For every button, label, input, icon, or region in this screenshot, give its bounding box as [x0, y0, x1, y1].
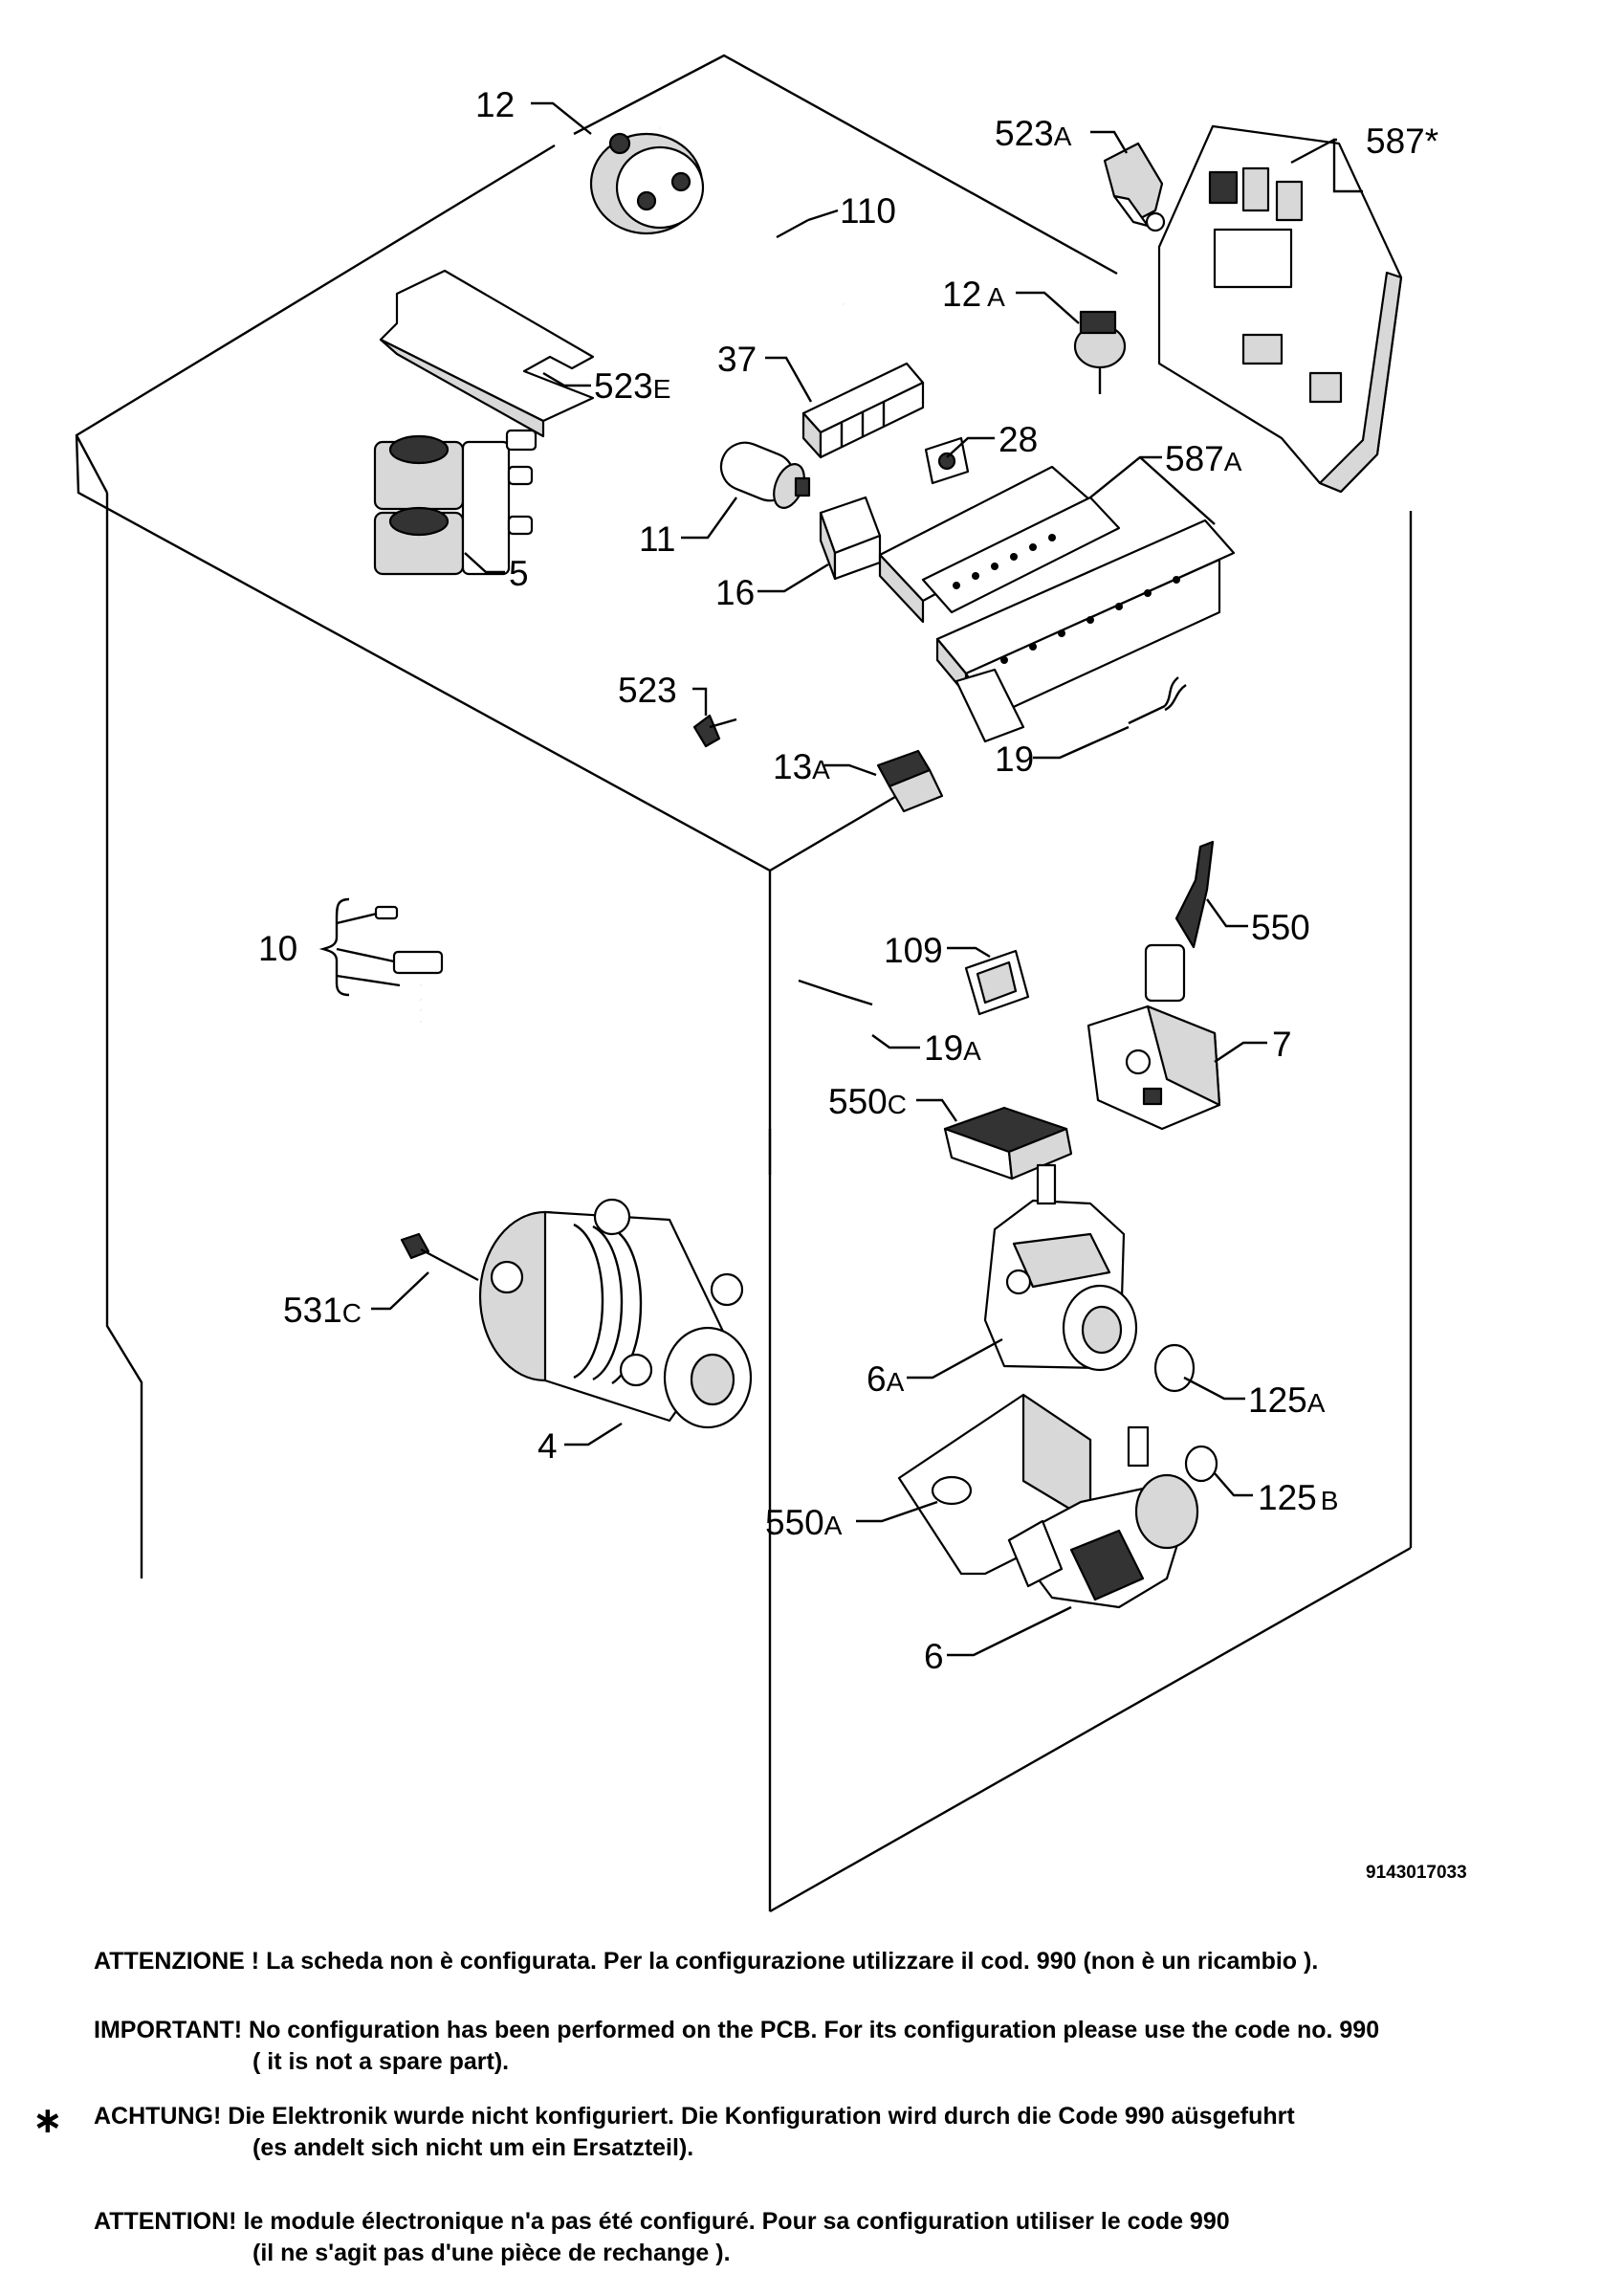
- part-motor: [478, 1198, 753, 1429]
- part-clip: [924, 436, 970, 485]
- exploded-parts-diagram: 12 110 523E 5 37 11 16 28 587A 523A 587*…: [75, 54, 1467, 1913]
- diagram-code: 9143017033: [1366, 1863, 1467, 1883]
- part-door-lock: [1086, 943, 1221, 1131]
- part-lever: [1174, 840, 1215, 949]
- label-523a: 523A: [995, 114, 1072, 153]
- part-heater: [374, 905, 614, 1079]
- label-587a: 587A: [1165, 439, 1242, 478]
- part-523a: [1103, 142, 1166, 232]
- part-electronic-boards: [878, 465, 1236, 743]
- cabinet-outline: [75, 54, 1413, 1913]
- label-110: 110: [840, 191, 896, 231]
- part-550c: [943, 1106, 1073, 1181]
- part-pump-housing: [983, 1163, 1138, 1372]
- part-ring-125a: [1153, 1343, 1196, 1393]
- label-4: 4: [538, 1426, 558, 1466]
- label-37: 37: [717, 340, 757, 379]
- label-6: 6: [924, 1637, 944, 1676]
- label-7: 7: [1272, 1025, 1292, 1064]
- label-523: 523: [618, 671, 677, 710]
- label-28: 28: [999, 420, 1038, 459]
- part-hose: [659, 114, 845, 306]
- note-english: IMPORTANT! No configuration has been per…: [94, 2017, 1380, 2075]
- part-12a: [1073, 310, 1127, 394]
- label-6a: 6A: [867, 1359, 905, 1399]
- label-11: 11: [639, 519, 675, 559]
- leader-lines: [318, 101, 1363, 1657]
- label-550a: 550A: [765, 1503, 843, 1542]
- label-16: 16: [715, 573, 755, 612]
- label-125a: 125A: [1248, 1380, 1326, 1420]
- note-french: ATTENTION! le module électronique n'a pa…: [94, 2208, 1230, 2266]
- part-capacitor: [719, 441, 811, 509]
- note-italian: ATTENZIONE ! La scheda non è configurata…: [94, 1948, 1319, 1975]
- part-19a: [798, 979, 873, 1006]
- label-12: 12: [475, 85, 515, 124]
- part-connector-37: [801, 362, 925, 459]
- part-screw: [400, 1232, 479, 1282]
- part-bracket-523e: [379, 269, 595, 438]
- part-13a: [876, 749, 944, 813]
- asterisk-marker: ∗: [33, 2101, 63, 2141]
- label-550: 550: [1251, 908, 1310, 947]
- label-10: 10: [258, 929, 297, 968]
- label-523e: 523E: [594, 366, 670, 406]
- part-109: [964, 949, 1030, 1016]
- label-19: 19: [995, 740, 1034, 779]
- part-ring-125b: [1184, 1445, 1218, 1483]
- label-13a: 13A: [773, 747, 830, 786]
- part-labels: 12 110 523E 5 37 11 16 28 587A 523A 587*…: [258, 85, 1467, 1883]
- label-531c: 531C: [283, 1291, 362, 1330]
- label-109: 109: [884, 931, 943, 970]
- label-5: 5: [509, 554, 529, 593]
- note-german: ACHTUNG! Die Elektronik wurde nicht konf…: [94, 2103, 1295, 2161]
- label-19a: 19A: [924, 1028, 981, 1068]
- label-587: 587*: [1366, 121, 1438, 161]
- part-523: [692, 714, 737, 748]
- part-inlet-valve: [373, 429, 538, 576]
- part-drain-pump: [1007, 1425, 1199, 1609]
- part-filter: [819, 496, 882, 581]
- label-550c: 550C: [828, 1082, 907, 1121]
- part-main-module: [1157, 124, 1403, 494]
- part-19-sensor: [1128, 676, 1187, 725]
- part-pressure-switch: [589, 132, 705, 235]
